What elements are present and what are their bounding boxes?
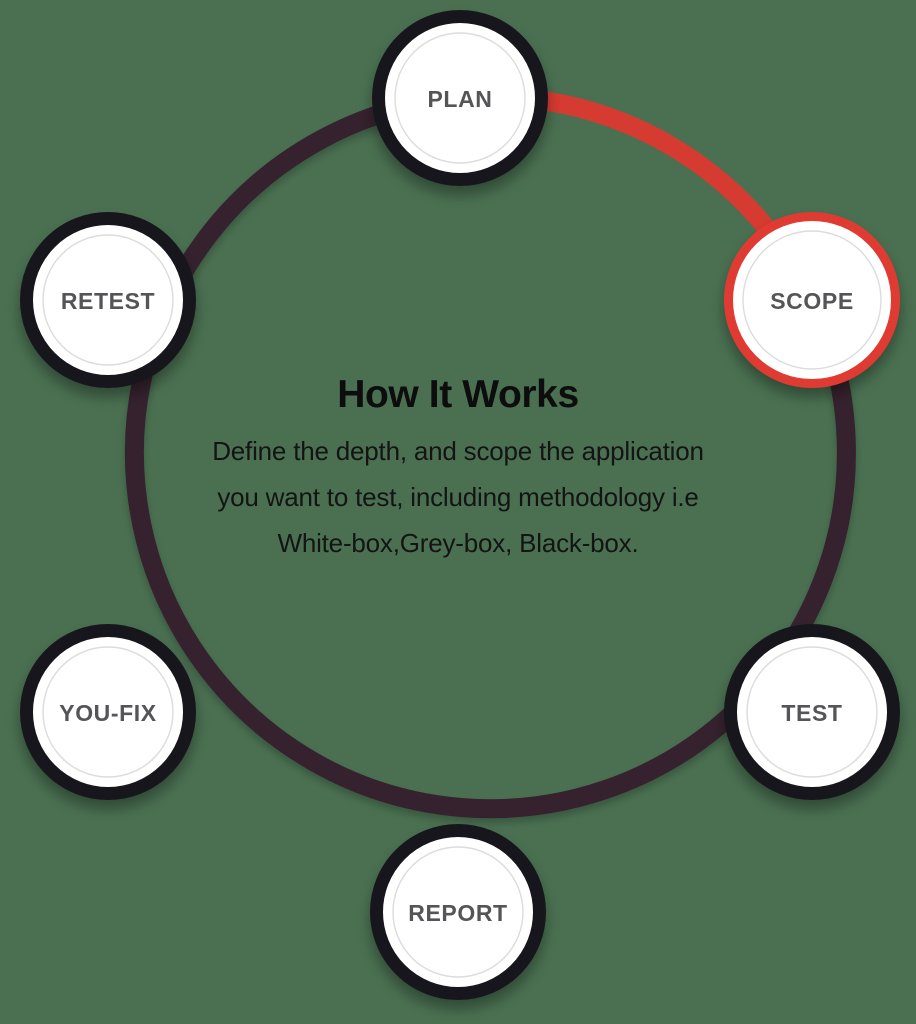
step-node-fill (26, 218, 190, 382)
step-node-fill (376, 830, 540, 994)
step-node-test[interactable]: TEST (724, 624, 900, 800)
step-node-label: REPORT (408, 900, 507, 926)
step-node-label: YOU-FIX (59, 700, 157, 726)
step-node-inner-outline (742, 230, 882, 370)
step-node-ring (724, 624, 900, 800)
step-node-report[interactable]: REPORT (370, 824, 546, 1000)
step-node-ring (370, 824, 546, 1000)
step-node-plan[interactable]: PLAN (372, 10, 548, 186)
step-node-inner-outline (746, 646, 878, 778)
step-node-fill (728, 216, 896, 384)
step-node-label: RETEST (61, 288, 155, 314)
step-node-inner-outline (394, 32, 526, 164)
step-node-inner-outline (42, 646, 174, 778)
connector-arc-dark (124, 88, 856, 819)
step-node-inner-outline (42, 234, 174, 366)
step-node-you-fix[interactable]: YOU-FIX (20, 624, 196, 800)
step-node-fill (378, 16, 542, 180)
step-node-label: TEST (781, 700, 842, 726)
step-node-ring (372, 10, 548, 186)
step-node-label: SCOPE (770, 288, 854, 314)
step-node-fill (730, 630, 894, 794)
step-node-label: PLAN (427, 86, 492, 112)
step-node-ring (20, 212, 196, 388)
step-node-ring (20, 624, 196, 800)
step-node-retest[interactable]: RETEST (20, 212, 196, 388)
step-nodes-layer: PLAN SCOPE TEST REPORT YOU-FIX RETEST (20, 10, 900, 1000)
step-node-fill (26, 630, 190, 794)
step-node-scope[interactable]: SCOPE (724, 212, 900, 388)
step-node-inner-outline (392, 846, 524, 978)
connector-arcs (124, 88, 856, 819)
step-node-ring-active (724, 212, 900, 388)
